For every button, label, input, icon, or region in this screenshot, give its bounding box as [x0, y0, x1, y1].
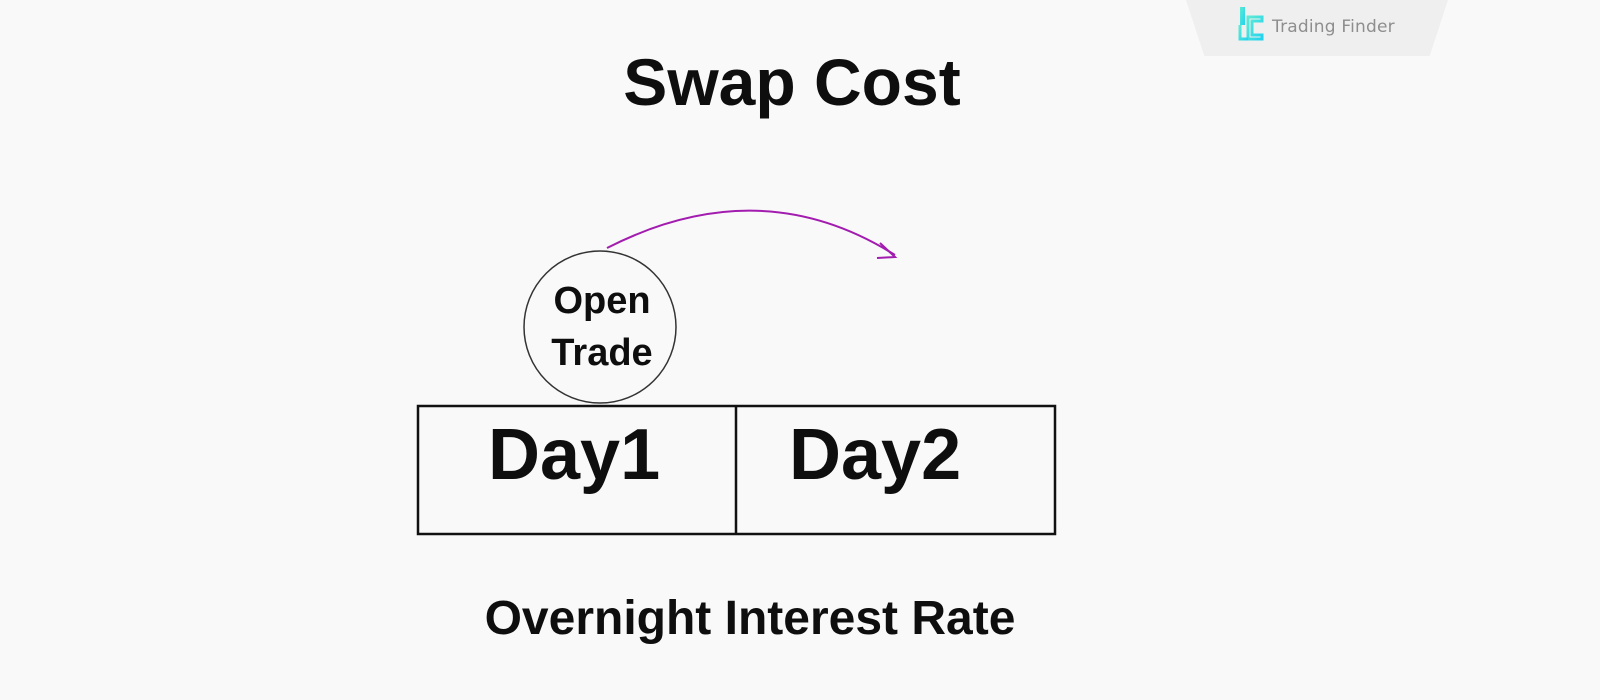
rollover-arrow: [606, 209, 896, 256]
open-trade-circle: [523, 250, 677, 404]
open-trade-line1: Open: [553, 280, 651, 322]
footer-caption: Overnight Interest Rate: [484, 592, 1016, 645]
page-title: Swap Cost: [623, 45, 961, 119]
day1-label: Day1: [488, 415, 661, 495]
trading-finder-logo-icon: [1238, 7, 1264, 41]
logo-tab: [1186, 0, 1448, 56]
open-trade-label: Open Trade: [524, 275, 680, 379]
arrow-head: [876, 242, 898, 259]
open-trade-line2: Trade: [551, 332, 653, 374]
day2-label: Day2: [789, 415, 962, 495]
logo-text[interactable]: Trading Finder: [1272, 17, 1395, 37]
